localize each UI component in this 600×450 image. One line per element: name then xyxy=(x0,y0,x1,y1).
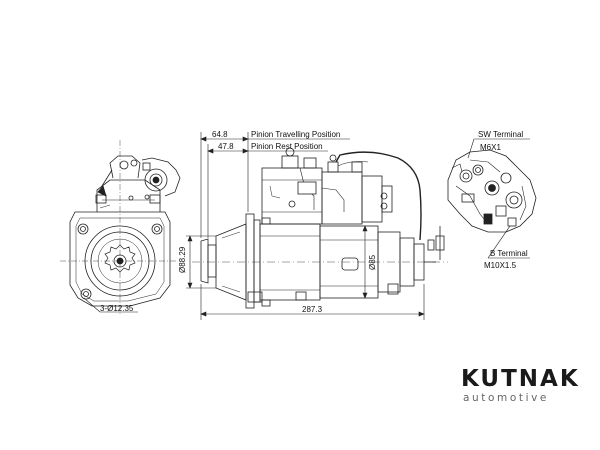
brand-logo: KUTNAK automotive xyxy=(461,366,580,405)
dim-length: 287.3 xyxy=(302,305,323,314)
label-sw-thread: M6X1 xyxy=(480,143,501,152)
label-pinion-rest: Pinion Rest Position xyxy=(251,142,323,151)
dim-rest: 47.8 xyxy=(218,142,234,151)
label-sw-terminal: SW Terminal xyxy=(478,130,523,139)
label-b-thread: M10X1.5 xyxy=(484,261,517,270)
dim-diameter-main: Ø88.29 xyxy=(178,246,187,273)
rear-view xyxy=(447,138,537,259)
label-pinion-travel: Pinion Travelling Position xyxy=(251,130,340,139)
label-b-terminal: B Terminal xyxy=(490,249,528,258)
side-view xyxy=(192,147,448,309)
dim-travel: 64.8 xyxy=(212,130,228,139)
dim-diameter-body: Ø85 xyxy=(368,254,377,270)
dimension-lines xyxy=(83,132,425,320)
brand-name: KUTNAK xyxy=(461,366,580,392)
front-view xyxy=(60,140,181,316)
brand-tagline: automotive xyxy=(463,392,549,404)
dim-holes: 3-Ø12.35 xyxy=(100,304,134,313)
